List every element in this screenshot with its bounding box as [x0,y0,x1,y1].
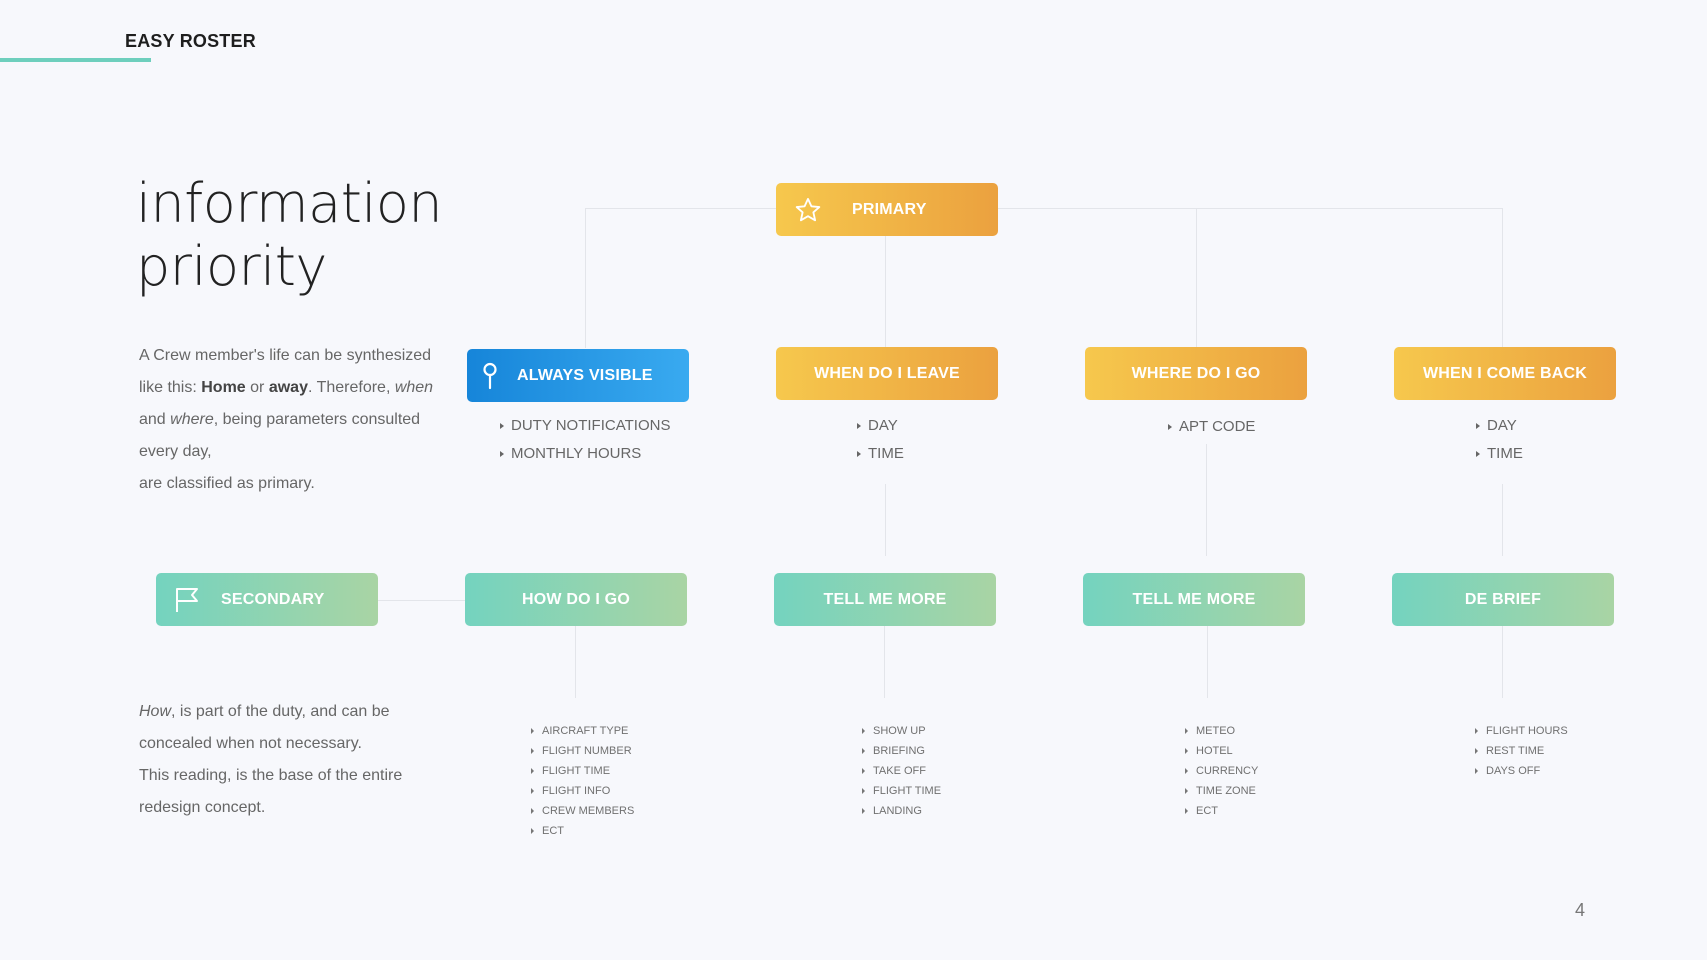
connector-line [585,208,586,348]
how-do-i-go-box: HOW DO I GO [465,573,687,626]
secondary-label: SECONDARY [221,590,325,608]
how-emphasis: How [139,703,172,720]
list-item: FLIGHT HOURS [1475,721,1568,741]
always-visible-list: DUTY NOTIFICATIONS MONTHLY HOURS [500,412,670,468]
connector-line [1502,484,1503,556]
tell-me-more-box: TELL ME MORE [774,573,996,626]
where-do-i-go-list: APT CODE [1168,413,1255,441]
always-visible-label: ALWAYS VISIBLE [517,366,653,384]
de-brief-box: DE BRIEF [1392,573,1614,626]
list-item: BRIEFING [862,741,941,761]
list-item: METEO [1185,721,1258,741]
brand-underline [0,58,151,62]
secondary-description-line: redesign concept. [139,799,266,816]
primary-box: PRIMARY [776,183,998,236]
connector-line [1502,208,1503,348]
text-fragment: . Therefore, [307,379,395,396]
text-fragment: , is part of the duty, and can be [171,703,390,720]
star-icon [793,195,823,225]
primary-description-line: are classified as primary. [139,475,315,492]
tell-me-more-list: METEO HOTEL CURRENCY TIME ZONE ECT [1185,721,1258,821]
list-item: ECT [531,821,634,841]
connector-line [575,626,576,698]
list-item: SHOW UP [862,721,941,741]
list-item: LANDING [862,801,941,821]
connector-line [1206,444,1207,556]
page-title-line-2: priority [136,235,327,298]
tell-me-more-box: TELL ME MORE [1083,573,1305,626]
connector-line [885,234,886,348]
list-item: REST TIME [1475,741,1568,761]
connector-line [884,626,885,698]
page-title-line-1: information [136,172,443,235]
primary-label: PRIMARY [852,200,927,218]
list-item: FLIGHT INFO [531,781,634,801]
when-emphasis: when [394,379,434,396]
text-fragment: , being parameters consulted [213,411,421,428]
text-fragment: or [245,379,269,396]
list-item: HOTEL [1185,741,1258,761]
tell-me-more-label: TELL ME MORE [1132,590,1256,608]
where-do-i-go-box: WHERE DO I GO [1085,347,1307,400]
de-brief-list: FLIGHT HOURS REST TIME DAYS OFF [1475,721,1568,781]
list-item: DUTY NOTIFICATIONS [500,412,670,440]
connector-line [585,208,1503,209]
text-fragment: and [139,411,171,428]
list-item: TAKE OFF [862,761,941,781]
list-item: FLIGHT TIME [531,761,634,781]
when-i-come-back-list: DAY TIME [1476,412,1523,468]
primary-description-line: like this: Home or away. Therefore, when [139,372,459,404]
page-title: information priority [136,172,443,298]
page-number: 4 [1575,900,1586,920]
list-item: CREW MEMBERS [531,801,634,821]
list-item: FLIGHT TIME [862,781,941,801]
list-item: TIME ZONE [1185,781,1258,801]
when-do-i-leave-list: DAY TIME [857,412,904,468]
primary-description-line: and where, being parameters consulted [139,404,459,436]
connector-line [1196,208,1197,348]
secondary-description-line: How, is part of the duty, and can be [139,696,459,728]
how-do-i-go-list: AIRCRAFT TYPE FLIGHT NUMBER FLIGHT TIME … [531,721,634,841]
list-item: APT CODE [1168,413,1255,441]
tell-me-more-list: SHOW UP BRIEFING TAKE OFF FLIGHT TIME LA… [862,721,941,821]
when-i-come-back-label: WHEN I COME BACK [1422,364,1588,382]
de-brief-label: DE BRIEF [1464,590,1542,608]
list-item: ECT [1185,801,1258,821]
tell-me-more-label: TELL ME MORE [823,590,947,608]
connector-line [885,484,886,556]
secondary-box: SECONDARY [156,573,378,626]
when-do-i-leave-box: WHEN DO I LEAVE [776,347,998,400]
connector-line [378,600,466,601]
list-item: DAYS OFF [1475,761,1568,781]
away-emphasis: away [268,379,308,396]
list-item: TIME [857,440,904,468]
where-do-i-go-label: WHERE DO I GO [1131,364,1261,382]
list-item: AIRCRAFT TYPE [531,721,634,741]
flag-icon [172,585,202,615]
when-i-come-back-box: WHEN I COME BACK [1394,347,1616,400]
list-item: DAY [1476,412,1523,440]
where-emphasis: where [170,411,214,428]
secondary-description: How, is part of the duty, and can be con… [139,696,459,824]
pin-icon [479,361,501,391]
always-visible-box: ALWAYS VISIBLE [467,349,689,402]
text-fragment: like this: [139,379,202,396]
list-item: TIME [1476,440,1523,468]
when-do-i-leave-label: WHEN DO I LEAVE [814,364,960,382]
list-item: FLIGHT NUMBER [531,741,634,761]
how-do-i-go-label: HOW DO I GO [522,590,630,608]
list-item: MONTHLY HOURS [500,440,670,468]
primary-description: A Crew member's life can be synthesized … [139,340,459,500]
brand-title: EASY ROSTER [125,31,256,51]
primary-description-line: every day, [139,443,212,460]
connector-line [1502,626,1503,698]
secondary-description-line: This reading, is the base of the entire [139,767,403,784]
home-emphasis: Home [201,379,246,396]
list-item: DAY [857,412,904,440]
primary-description-line: A Crew member's life can be synthesized [139,347,432,364]
secondary-description-line: concealed when not necessary. [139,735,362,752]
list-item: CURRENCY [1185,761,1258,781]
connector-line [1207,626,1208,698]
